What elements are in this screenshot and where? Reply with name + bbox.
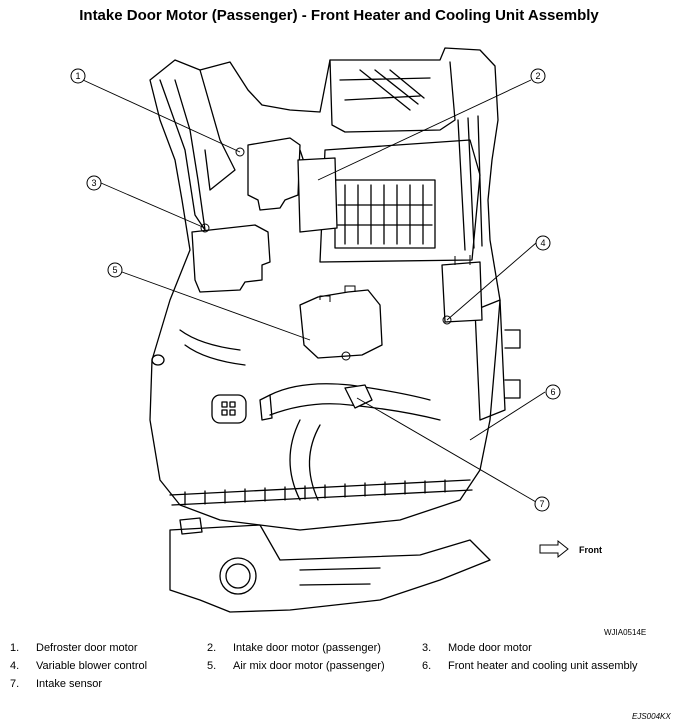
intake-door-motor-passenger (297, 157, 338, 233)
callout-2: 2 (535, 71, 540, 81)
air-mix-door-motor-passenger (299, 289, 383, 359)
leader-line-7 (356, 397, 537, 503)
bottom-blower-housing (169, 524, 491, 613)
figure-code: WJIA0514E (604, 628, 647, 637)
left-duct (159, 79, 206, 231)
heater-pipes (269, 383, 441, 421)
leader-line-2 (317, 79, 532, 181)
callout-circle-5 (107, 262, 123, 278)
connector (211, 394, 247, 424)
front-arrow-icon (539, 539, 569, 559)
callout-5: 5 (112, 265, 117, 275)
leader-line-5 (121, 271, 311, 341)
callout-4: 4 (540, 238, 545, 248)
callout-circle-3 (86, 175, 102, 191)
callout-1: 1 (75, 71, 80, 81)
leader-line-3 (100, 182, 206, 229)
page-code: EJS004KX (632, 712, 671, 721)
evaporator-core (334, 179, 436, 249)
leader-line-4 (446, 242, 537, 321)
callout-3: 3 (91, 178, 96, 188)
mode-door-motor (191, 224, 271, 293)
variable-blower-control (441, 261, 483, 323)
callout-6: 6 (550, 387, 555, 397)
front-direction-label: Front (579, 545, 602, 555)
callout-circle-4 (535, 235, 551, 251)
assembly-diagram: 1 2 3 4 5 6 7 (70, 47, 569, 613)
leader-line-6 (469, 391, 546, 441)
defroster-door-motor (247, 137, 301, 211)
intake-sensor (344, 384, 373, 409)
callout-circle-1 (70, 68, 86, 84)
upper-casing (329, 59, 456, 133)
callout-7: 7 (539, 499, 544, 509)
callout-circle-6 (545, 384, 561, 400)
page-title: Intake Door Motor (Passenger) - Front He… (79, 7, 599, 24)
callout-circle-7 (534, 496, 550, 512)
callout-circle-2 (530, 68, 546, 84)
leader-line-1 (82, 79, 241, 153)
lower-frame-ribs (169, 479, 473, 506)
